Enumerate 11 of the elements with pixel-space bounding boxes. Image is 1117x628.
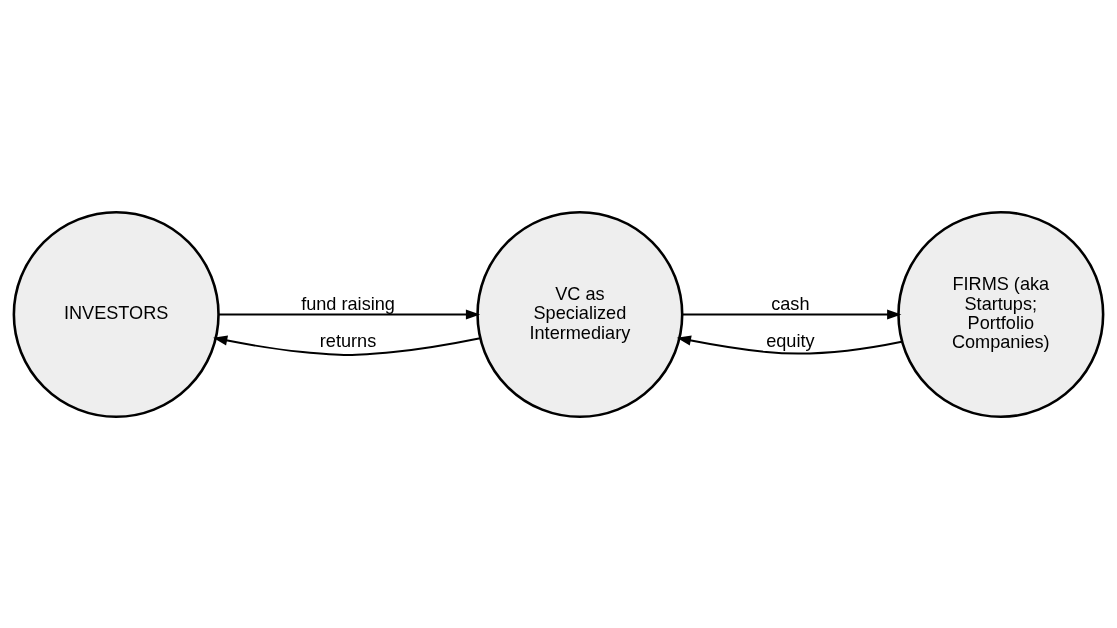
edge-label: fund raising: [301, 293, 395, 314]
arrow: [213, 335, 482, 356]
arrow: [676, 335, 903, 355]
node-circle: VC as Specialized Intermediary: [476, 210, 684, 418]
edge-label: cash: [771, 293, 810, 314]
edge-label: equity: [766, 330, 815, 351]
edge-label: returns: [319, 330, 377, 351]
node-circle: FIRMS (aka Startups; Portfolio Companies): [897, 210, 1105, 418]
arrow: [681, 309, 902, 319]
arrow: [217, 309, 481, 319]
node-circle: INVESTORS: [12, 210, 220, 418]
